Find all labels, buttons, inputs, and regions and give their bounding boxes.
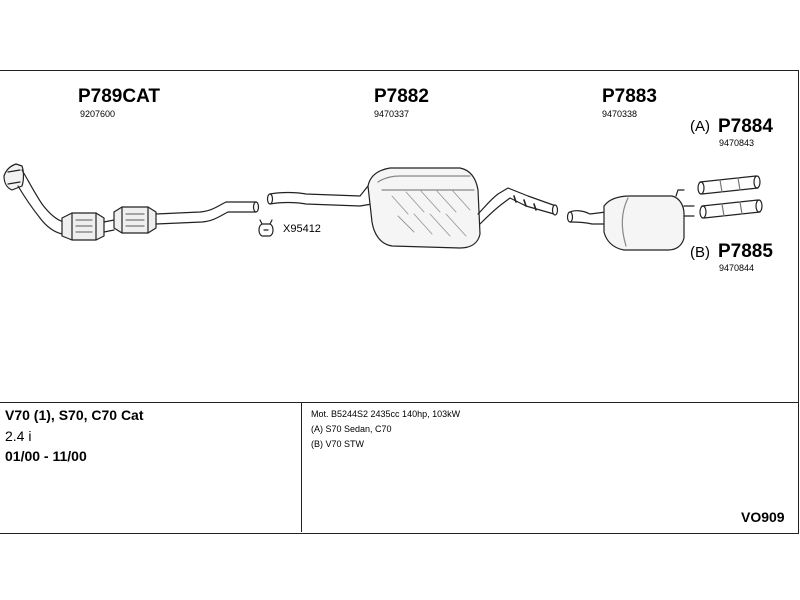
info-divider: [0, 402, 799, 403]
variant-label-b: (B): [690, 244, 710, 261]
engine-size: 2.4 i: [5, 428, 32, 444]
clamp-icon[interactable]: [258, 219, 274, 237]
engine-note: Mot. B5244S2 2435cc 140hp, 103kW: [311, 409, 461, 419]
variant-label-a: (A): [690, 118, 710, 135]
vehicle-models: V70 (1), S70, C70 Cat: [5, 407, 144, 423]
tailpipe-a[interactable]: [697, 175, 761, 195]
tailpipe-b[interactable]: [699, 199, 763, 219]
middle-silencer[interactable]: [266, 167, 559, 249]
part-number-middle-silencer[interactable]: P7882: [374, 86, 429, 107]
part-number-tailpipe-a[interactable]: P7884: [718, 116, 773, 137]
rear-silencer[interactable]: [566, 189, 695, 251]
oe-number-tailpipe-b: 9470844: [719, 263, 755, 273]
variant-b-note: (B) V70 STW: [311, 439, 365, 449]
oe-number-middle-silencer: 9470337: [374, 109, 410, 119]
oe-number-tailpipe-a: 9470843: [719, 138, 755, 148]
oe-number-catalyst: 9207600: [80, 109, 116, 119]
catalyst-assembly[interactable]: [3, 163, 260, 241]
info-column-divider: [301, 402, 302, 532]
production-years: 01/00 - 11/00: [5, 448, 87, 464]
part-number-tailpipe-b[interactable]: P7885: [718, 241, 773, 262]
oe-number-rear-silencer: 9470338: [602, 109, 638, 119]
part-number-rear-silencer[interactable]: P7883: [602, 86, 657, 107]
part-number-catalyst[interactable]: P789CAT: [78, 86, 161, 107]
clamp-part-number[interactable]: X95412: [283, 223, 321, 235]
diagram-frame: [0, 70, 799, 534]
diagram-code: VO909: [741, 509, 785, 525]
variant-a-note: (A) S70 Sedan, C70: [311, 424, 392, 434]
